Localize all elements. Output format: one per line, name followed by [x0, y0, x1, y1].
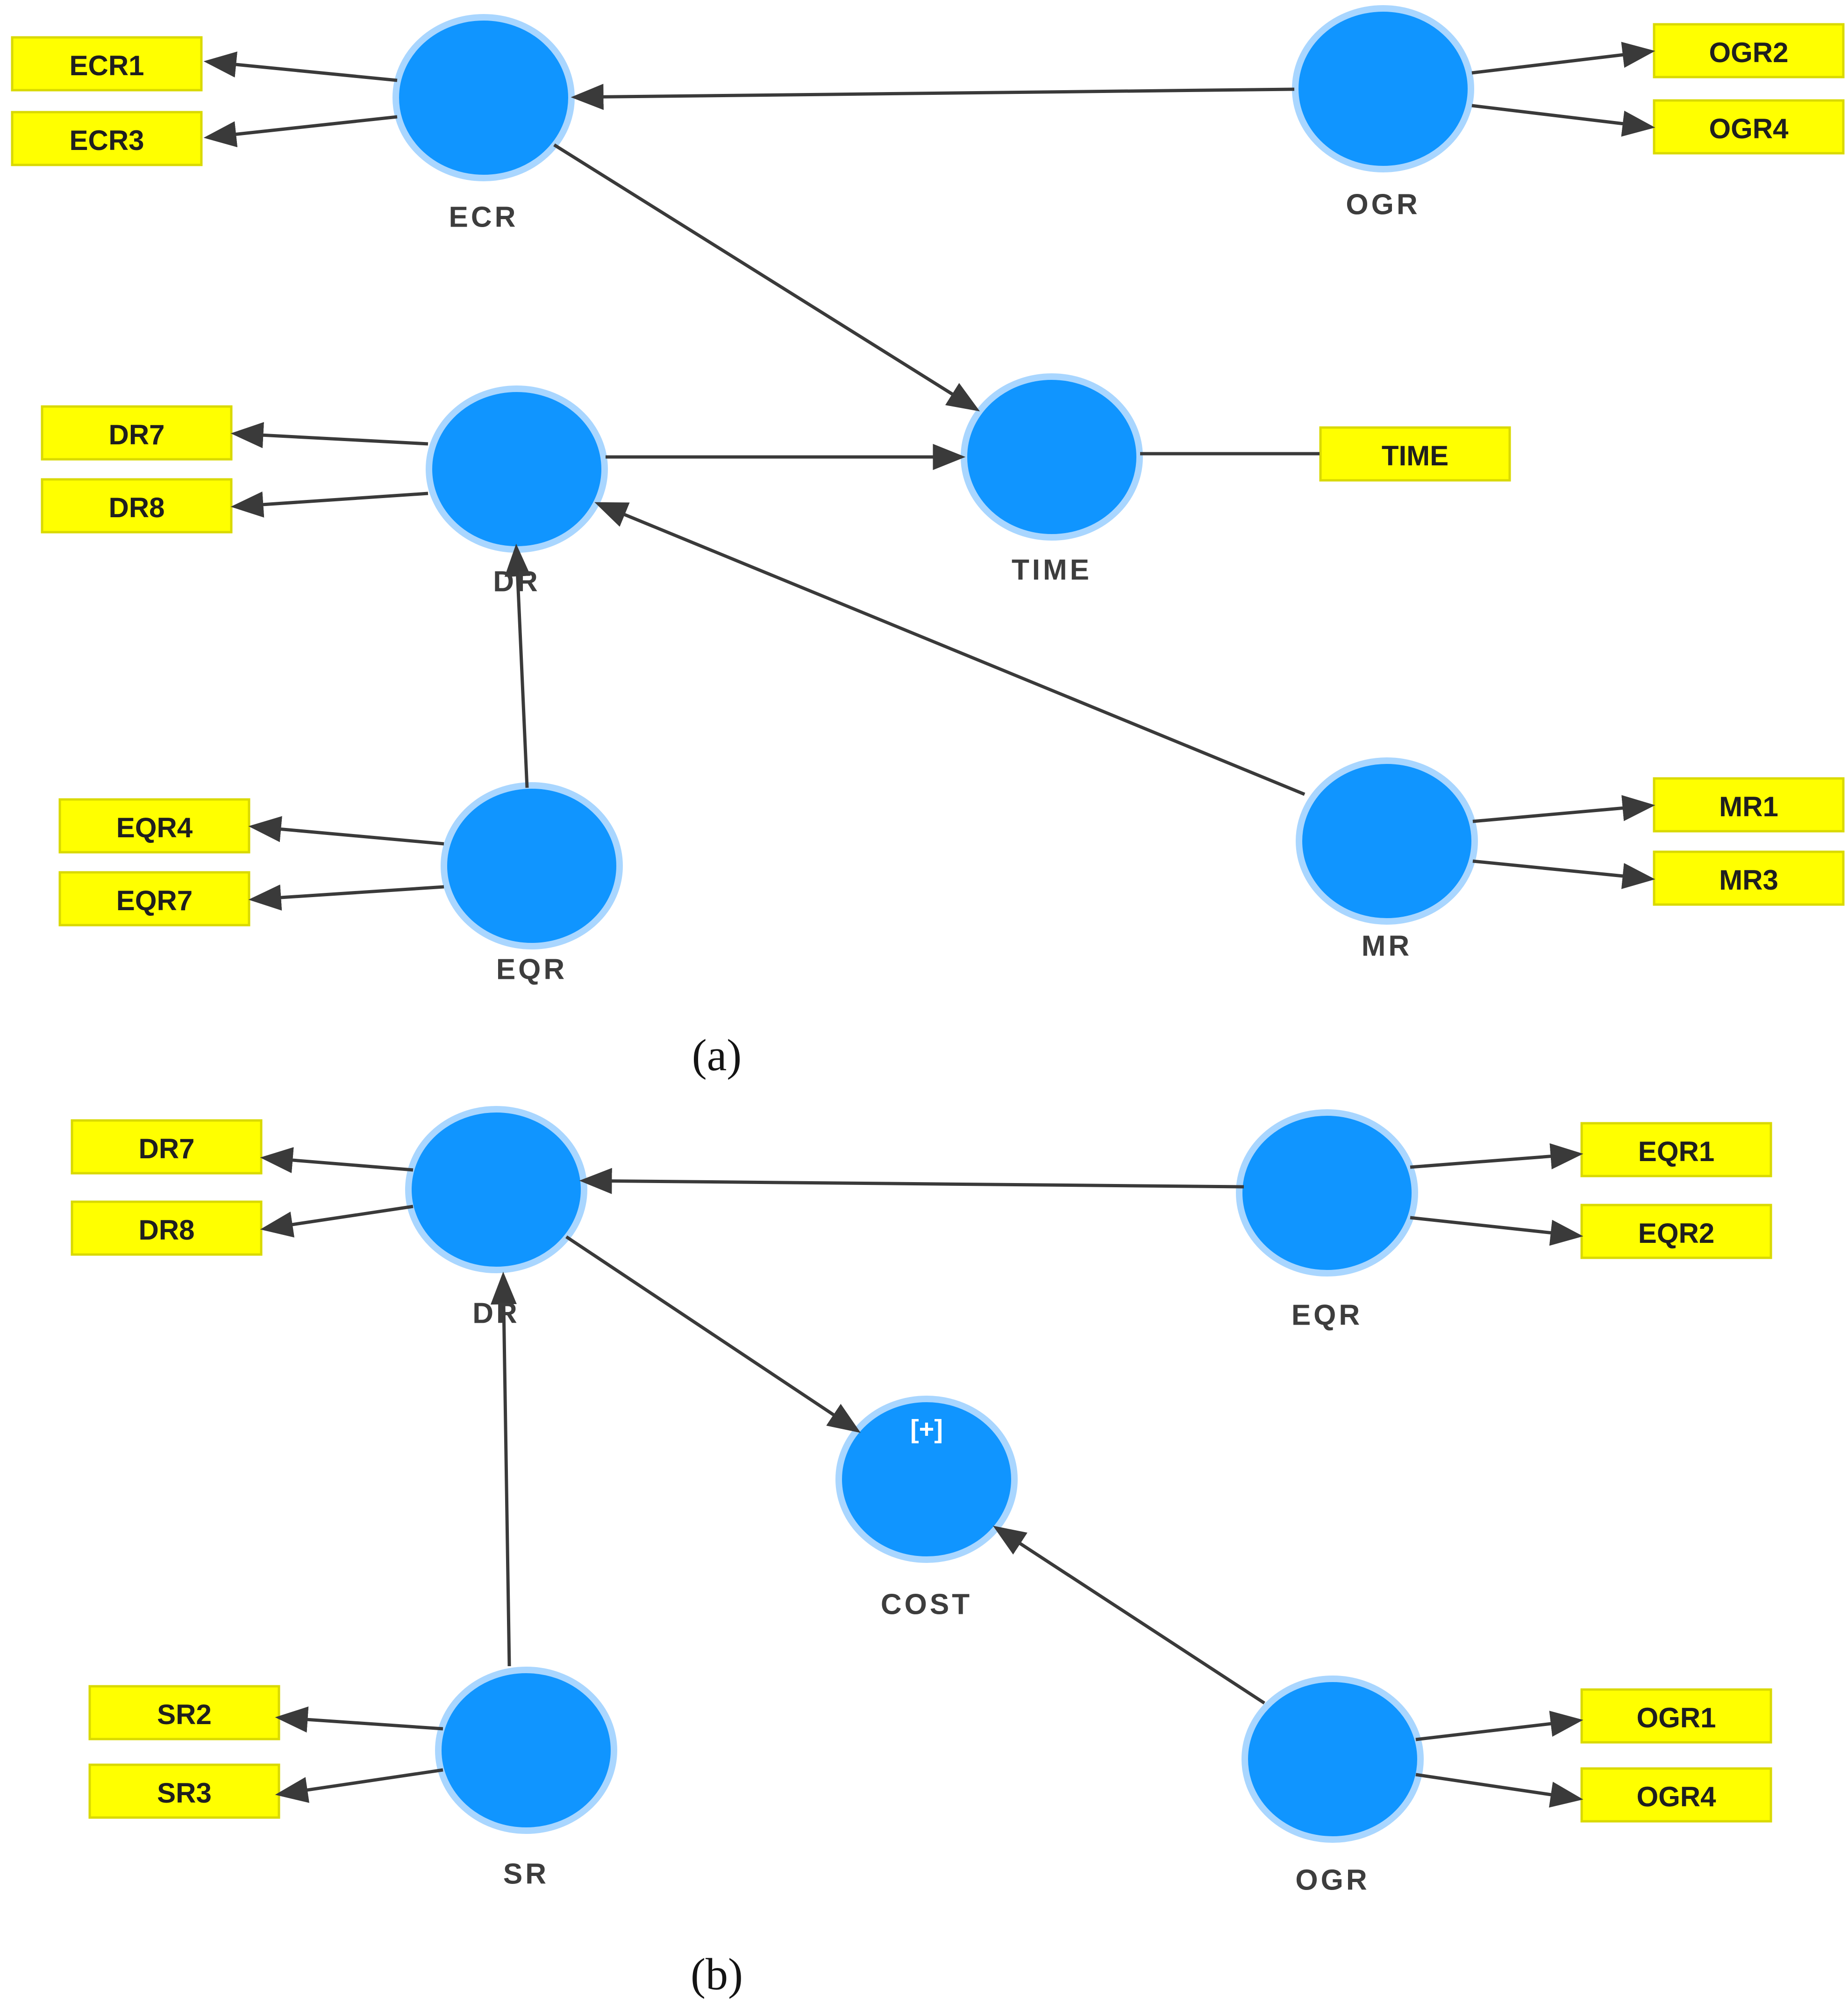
- edge-ogr-ecr-a: [571, 84, 1295, 110]
- construct-ecr-a: [392, 14, 575, 181]
- indicator-label-eqr4-a: EQR4: [116, 812, 193, 843]
- edge-dr-dr7-b: [260, 1147, 414, 1173]
- indicator-label-eqr7-a: EQR7: [116, 885, 193, 916]
- edge-sr-sr2-b: [275, 1706, 443, 1733]
- indicator-eqr1-b: [1580, 1122, 1772, 1177]
- construct-label-ogr-b: OGR: [1295, 1864, 1370, 1897]
- construct-ogr-a: [1292, 5, 1474, 172]
- indicator-label-ogr2-a: OGR2: [1709, 37, 1788, 68]
- indicator-label-mr3-a: MR3: [1719, 864, 1778, 896]
- indicator-eqr4-a: [58, 798, 250, 854]
- edge-eqr-eqr2-b: [1410, 1216, 1584, 1246]
- edge-dr-cost-b: [565, 1235, 861, 1433]
- edge-dr-dr7-a: [230, 422, 428, 449]
- construct-dr-b: [405, 1106, 587, 1273]
- construct-label-mr-a: MR: [1362, 930, 1412, 963]
- indicator-ecr3-a: [11, 111, 203, 166]
- indicator-label-dr7-b: DR7: [138, 1133, 194, 1164]
- indicator-dr8-b: [71, 1200, 263, 1256]
- indicator-label-dr7-a: DR7: [108, 419, 164, 450]
- indicator-ecr1-a: [11, 36, 203, 92]
- indicator-eqr2-b: [1580, 1204, 1772, 1259]
- indicator-label-eqr1-b: EQR1: [1638, 1136, 1714, 1167]
- construct-label-dr-b: DR: [472, 1298, 520, 1330]
- indicator-label-ecr1-a: ECR1: [69, 50, 144, 81]
- indicator-mr3-a: [1653, 850, 1845, 906]
- edge-ogr-ogr2-a: [1471, 42, 1655, 75]
- edge-mr-mr3-a: [1472, 859, 1655, 889]
- edge-ogr-ogr4-b: [1415, 1773, 1584, 1808]
- edge-eqr-eqr7-a: [248, 884, 444, 911]
- indicator-dr8-a: [41, 478, 233, 534]
- construct-label-cost-b: COST: [881, 1589, 972, 1621]
- indicator-label-eqr2-b: EQR2: [1638, 1218, 1714, 1249]
- construct-eqr-a: [441, 782, 623, 949]
- construct-label-time-a: TIME: [1012, 554, 1092, 586]
- indicator-ogr1-b: [1580, 1688, 1772, 1744]
- construct-label-eqr-a: EQR: [496, 954, 567, 986]
- construct-time-a: [961, 373, 1143, 541]
- construct-eqr-b: [1236, 1109, 1418, 1276]
- edge-eqr-eqr4-a: [248, 816, 444, 846]
- collapsed-indicators-tag-cost: [+]: [910, 1414, 943, 1444]
- indicator-ogr4-b: [1580, 1767, 1772, 1823]
- indicator-label-dr8-a: DR8: [108, 492, 164, 523]
- edge-ogr-cost-b: [992, 1526, 1265, 1704]
- edge-sr-dr-b: [490, 1271, 517, 1667]
- construct-mr-a: [1296, 757, 1478, 925]
- edge-mr-mr1-a: [1472, 795, 1655, 823]
- construct-label-dr-a: DR: [493, 566, 541, 598]
- construct-cost-b: [835, 1396, 1018, 1563]
- indicator-label-ogr1-b: OGR1: [1636, 1702, 1716, 1733]
- edge-ogr-ogr1-b: [1415, 1711, 1584, 1741]
- caption-b: (b): [691, 1949, 743, 1999]
- indicator-eqr7-a: [58, 871, 250, 927]
- construct-label-ogr-a: OGR: [1346, 189, 1420, 221]
- indicator-label-ogr4-b: OGR4: [1636, 1781, 1716, 1812]
- edge-sr-sr3-b: [275, 1768, 443, 1803]
- caption-a: (a): [692, 1030, 742, 1080]
- edge-ogr-ogr4-a: [1471, 104, 1655, 137]
- indicator-label-ogr4-a: OGR4: [1709, 113, 1789, 144]
- edge-dr-dr8-a: [230, 491, 428, 518]
- edge-eqr-eqr1-b: [1410, 1143, 1584, 1170]
- indicator-dr7-a: [41, 405, 233, 461]
- edge-ecr-ecr3-a: [203, 115, 398, 148]
- edge-eqr-dr-a: [504, 543, 531, 788]
- indicator-sr3-b: [88, 1763, 280, 1819]
- construct-dr-a: [426, 385, 608, 553]
- indicator-dr7-b: [71, 1119, 263, 1175]
- construct-label-sr-b: SR: [503, 1858, 549, 1890]
- construct-ogr-b: [1242, 1676, 1424, 1843]
- indicator-label-dr8-b: DR8: [138, 1214, 194, 1246]
- construct-label-eqr-b: EQR: [1291, 1299, 1363, 1332]
- edge-mr-dr-a: [594, 502, 1306, 796]
- indicator-label-ecr3-a: ECR3: [69, 125, 144, 156]
- edge-ecr-ecr1-a: [203, 51, 398, 82]
- indicator-label-time-a: TIME: [1382, 440, 1448, 471]
- indicator-ogr2-a: [1653, 23, 1845, 78]
- edge-eqr-dr-b: [579, 1168, 1244, 1194]
- indicator-ogr4-a: [1653, 99, 1845, 155]
- indicator-label-sr3-b: SR3: [157, 1777, 212, 1809]
- edge-dr-dr8-b: [260, 1205, 414, 1238]
- construct-sr-b: [435, 1667, 617, 1834]
- construct-label-ecr-a: ECR: [449, 201, 519, 234]
- indicator-time-a: [1319, 426, 1511, 482]
- edge-ecr-time-a: [553, 143, 980, 412]
- indicator-label-sr2-b: SR2: [157, 1699, 212, 1730]
- indicator-label-mr1-a: MR1: [1719, 791, 1778, 822]
